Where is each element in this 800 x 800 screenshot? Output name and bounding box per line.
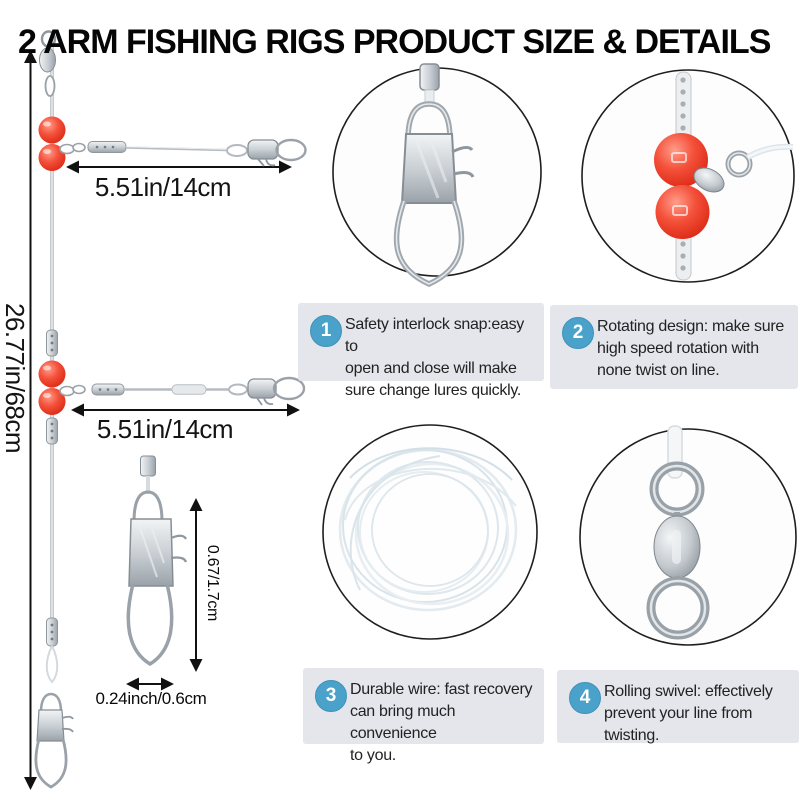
red-bead <box>655 185 710 239</box>
snap-height-label: 0.67/1.7cm <box>204 544 221 622</box>
measure-arrows <box>24 50 300 790</box>
arm1 <box>59 138 307 167</box>
feature-4-text: Rolling swivel: effectively prevent your… <box>604 683 773 744</box>
bottom-snap <box>34 645 74 789</box>
page-title: 2 ARM FISHING RIGS PRODUCT SIZE & DETAIL… <box>18 22 771 61</box>
arm2-length-label: 5.51in/14cm <box>96 414 234 444</box>
closeup-circle-3 <box>322 424 538 640</box>
rotating-beads-swivel-photo <box>654 71 794 281</box>
snap-width-label: 0.24inch/0.6cm <box>95 689 207 708</box>
arm2 <box>59 376 306 406</box>
total-length-label: 26.77in/68cm <box>0 302 30 454</box>
feature-3-number-badge: 3 <box>315 680 347 712</box>
feature-card-4: 4 Rolling swivel: effectively prevent yo… <box>557 670 799 744</box>
feature-1-text: Safety interlock snap:easy to open and c… <box>345 316 524 399</box>
closeup-circle-4 <box>579 425 797 646</box>
closeup-circle-1 <box>332 63 542 288</box>
arm1-snap <box>247 138 307 167</box>
arm2-snap <box>247 376 306 406</box>
red-beads-top <box>38 116 66 171</box>
feature-card-1: 1 Safety interlock snap:easy to open and… <box>298 303 544 399</box>
arm1-length-label: 5.51in/14cm <box>94 172 232 202</box>
top-swivel <box>39 30 57 97</box>
feature-2-text: Rotating design: make sure high speed ro… <box>597 318 784 379</box>
crimp-sleeves <box>46 329 58 647</box>
feature-4-number-badge: 4 <box>569 682 601 714</box>
durable-wire-coil-photo <box>338 447 518 612</box>
feature-card-3: 3 Durable wire: fast recovery can bring … <box>303 668 544 764</box>
closeup-circle-2 <box>581 69 795 283</box>
red-beads-bottom <box>38 360 66 415</box>
safety-interlock-snap-photo <box>393 63 475 288</box>
feature-card-2: 2 Rotating design: make sure high speed … <box>550 305 798 389</box>
feature-1-number-badge: 1 <box>310 315 342 347</box>
snap-size-drawing <box>126 455 188 667</box>
feature-2-number-badge: 2 <box>562 317 594 349</box>
feature-3-text: Durable wire: fast recovery can bring mu… <box>350 681 533 764</box>
rolling-swivel-photo <box>646 425 710 640</box>
rig-diagram <box>34 30 307 789</box>
